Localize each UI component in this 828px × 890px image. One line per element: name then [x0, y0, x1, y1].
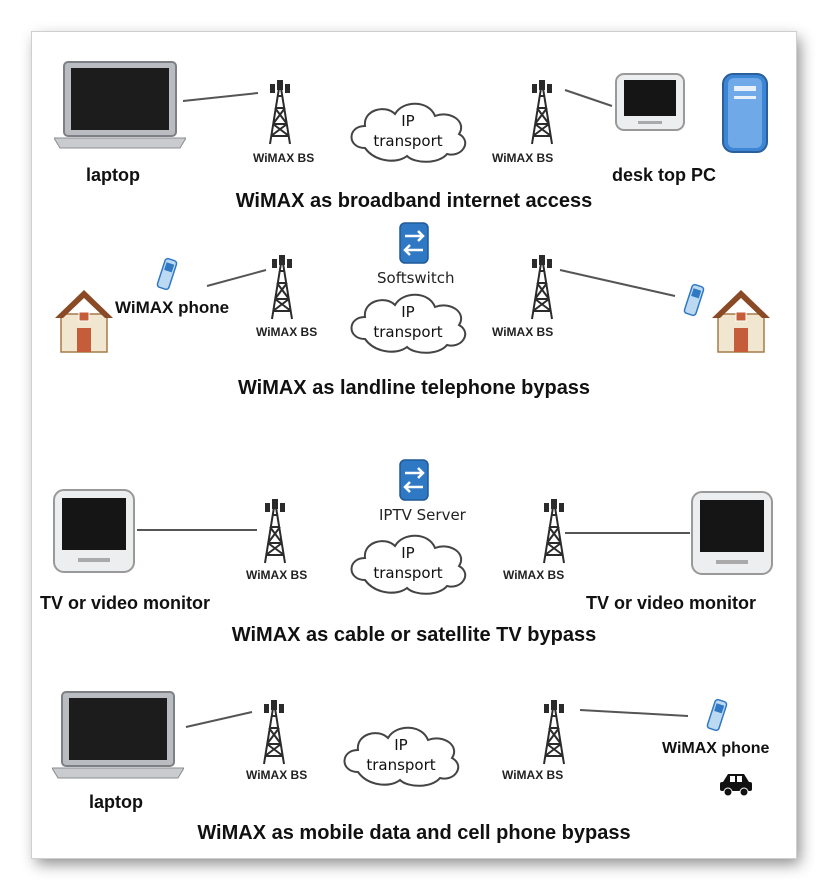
cloud-line1: IP: [401, 112, 415, 130]
bs-label: WiMAX BS: [503, 568, 565, 582]
device-label: WiMAX phone: [115, 298, 230, 317]
cloud-line1: IP: [401, 303, 415, 321]
link-line: [185, 711, 253, 728]
tv-monitor-icon: [691, 491, 773, 575]
device-label: laptop: [86, 165, 140, 185]
cloud-line2: transport: [373, 132, 443, 150]
link-line: [182, 92, 259, 102]
link-line: [564, 89, 613, 107]
wimax-tower-icon: [543, 499, 565, 564]
house-icon: [712, 290, 770, 353]
cloud-line1: IP: [401, 544, 415, 562]
link-line: [579, 709, 689, 717]
device-label: desk top PC: [612, 165, 717, 185]
phone-icon: [683, 283, 705, 317]
wimax-tower-icon: [263, 700, 285, 765]
laptop-icon: [52, 691, 184, 779]
ip-cloud-icon: [350, 102, 467, 163]
wimax-tower-icon: [271, 255, 293, 320]
bs-label: WiMAX BS: [253, 151, 315, 165]
wimax-tower-icon: [269, 80, 291, 145]
tv-monitor-icon: [53, 489, 135, 573]
desktop-tower-icon: [722, 73, 768, 153]
scenario-caption: WiMAX as cable or satellite TV bypass: [231, 624, 597, 646]
phone-icon: [156, 257, 178, 291]
device-label: laptop: [89, 792, 143, 812]
wimax-tower-icon: [531, 255, 553, 320]
server-label: Softswitch: [377, 269, 455, 287]
cloud-line2: transport: [366, 756, 436, 774]
ip-cloud-icon: [350, 534, 467, 595]
scenario-caption: WiMAX as mobile data and cell phone bypa…: [197, 822, 631, 844]
device-label: TV or video monitor: [40, 593, 211, 613]
house-icon: [55, 290, 113, 353]
link-line: [559, 269, 676, 297]
laptop-icon: [54, 61, 186, 149]
ip-cloud-icon: [343, 726, 460, 787]
bs-label: WiMAX BS: [492, 151, 554, 165]
cloud-line2: transport: [373, 323, 443, 341]
device-label: TV or video monitor: [586, 593, 757, 613]
device-label: WiMAX phone: [662, 740, 770, 757]
bs-label: WiMAX BS: [246, 568, 308, 582]
wimax-tower-icon: [543, 700, 565, 765]
cloud-line1: IP: [394, 736, 408, 754]
phone-icon: [706, 698, 728, 732]
link-line: [206, 269, 267, 287]
bs-label: WiMAX BS: [256, 325, 318, 339]
scenario-caption: WiMAX as landline telephone bypass: [237, 377, 591, 399]
scenario-caption: WiMAX as broadband internet access: [235, 190, 593, 212]
car-icon: [720, 774, 752, 797]
wimax-tower-icon: [264, 499, 286, 564]
softswitch-icon: [399, 222, 429, 264]
monitor-icon: [615, 73, 685, 131]
wimax-tower-icon: [531, 80, 553, 145]
bs-label: WiMAX BS: [502, 768, 564, 782]
bs-label: WiMAX BS: [246, 768, 308, 782]
bs-label: WiMAX BS: [492, 325, 554, 339]
iptv-server-icon: [399, 459, 429, 501]
ip-cloud-icon: [350, 293, 467, 354]
server-label: IPTV Server: [379, 506, 466, 524]
cloud-line2: transport: [373, 564, 443, 582]
